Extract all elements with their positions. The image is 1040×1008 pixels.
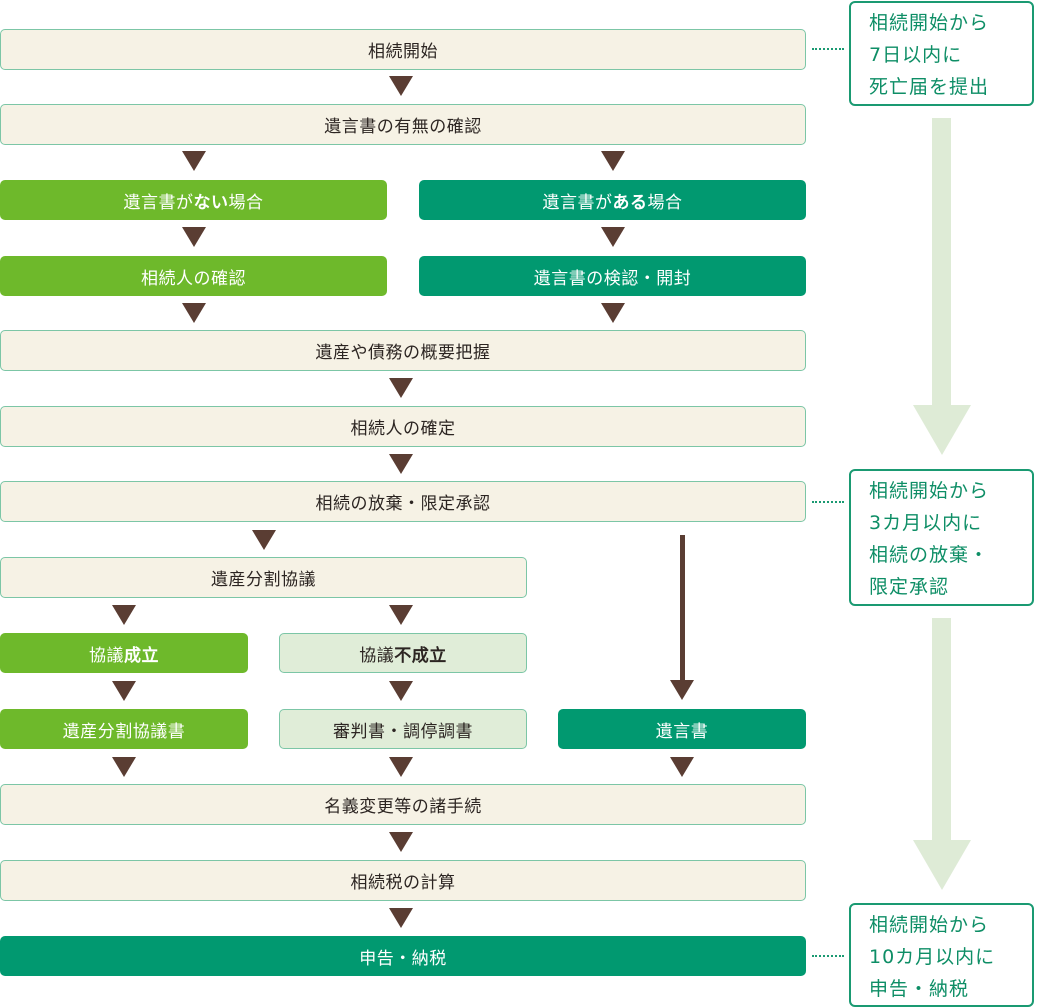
step-label-prefix: 協議 (359, 645, 395, 666)
step-agreed: 協議成立 (0, 633, 248, 673)
callout-line: 10カ月以内に (869, 946, 996, 968)
step-tax-calc: 相続税の計算 (0, 860, 806, 901)
step-estate-overview: 遺産や債務の概要把握 (0, 330, 806, 371)
step-filing: 申告・納税 (0, 936, 806, 976)
timeline-arrow-shaft (932, 118, 951, 406)
callout-line: 相続の放棄・ (869, 544, 990, 566)
arrow-down-icon (670, 757, 694, 777)
step-not-agreed: 協議不成立 (279, 633, 527, 673)
arrow-down-icon (389, 832, 413, 852)
step-label: 相続人の確認 (141, 268, 246, 289)
arrow-down-icon (389, 605, 413, 625)
arrow-down-icon (389, 757, 413, 777)
step-label-emphasis: ない (193, 192, 229, 213)
step-label-emphasis: 不成立 (394, 645, 447, 666)
step-label: 相続税の計算 (350, 873, 456, 893)
step-inheritance-start: 相続開始 (0, 29, 806, 70)
arrow-down-icon (112, 757, 136, 777)
step-label: 遺言書の有無の確認 (324, 117, 482, 137)
step-will-doc: 遺言書 (558, 709, 806, 749)
callout-line: 相続開始から (869, 914, 990, 936)
timeline-arrow-shaft (932, 618, 951, 841)
step-procedures: 名義変更等の諸手続 (0, 784, 806, 825)
step-label-prefix: 協議 (89, 645, 124, 666)
step-will-check: 遺言書の有無の確認 (0, 104, 806, 145)
dotted-connector (812, 501, 844, 503)
arrow-line-shaft (680, 535, 685, 680)
step-division-talks: 遺産分割協議 (0, 557, 527, 598)
arrow-down-icon (389, 76, 413, 96)
step-label: 申告・納税 (359, 948, 447, 969)
callout-line: 申告・納税 (869, 978, 970, 1000)
step-label: 遺産や債務の概要把握 (315, 343, 491, 363)
step-label: 相続人の確定 (350, 419, 456, 439)
step-label: 名義変更等の諸手続 (324, 797, 482, 817)
timeline-arrow-head-icon (913, 405, 971, 455)
step-has-will: 遺言書がある場合 (419, 180, 806, 220)
arrow-down-icon (670, 680, 694, 700)
arrow-down-icon (601, 151, 625, 171)
arrow-down-icon (182, 227, 206, 247)
step-division-doc: 遺産分割協議書 (0, 709, 248, 749)
callout-line: 相続開始から (869, 12, 990, 34)
arrow-down-icon (601, 227, 625, 247)
callout-line: 限定承認 (869, 576, 950, 598)
step-heir-fix: 相続人の確定 (0, 406, 806, 447)
step-label-emphasis: 成立 (124, 645, 159, 666)
arrow-down-icon (601, 303, 625, 323)
callout-line: 3カ月以内に (869, 512, 983, 534)
timeline-arrow-head-icon (913, 840, 971, 890)
step-label-prefix: 遺言書が (123, 192, 194, 213)
callout-line: 7日以内に (869, 44, 963, 66)
deadline-callout-3months: 相続開始から 3カ月以内に 相続の放棄・ 限定承認 (849, 469, 1034, 606)
step-no-will: 遺言書がない場合 (0, 180, 387, 220)
deadline-callout-7days: 相続開始から 7日以内に 死亡届を提出 (849, 1, 1034, 106)
arrow-down-icon (389, 908, 413, 928)
step-court-doc: 審判書・調停調書 (279, 709, 527, 749)
arrow-down-icon (389, 378, 413, 398)
arrow-down-icon (182, 151, 206, 171)
callout-line: 相続開始から (869, 480, 990, 502)
arrow-down-icon (252, 530, 276, 550)
arrow-down-icon (389, 454, 413, 474)
arrow-down-icon (182, 303, 206, 323)
step-label: 遺言書の検認・開封 (533, 268, 692, 289)
step-label: 相続の放棄・限定承認 (315, 494, 491, 514)
step-label: 遺産分割協議 (211, 570, 316, 590)
deadline-callout-10months: 相続開始から 10カ月以内に 申告・納税 (849, 903, 1034, 1007)
step-label-prefix: 遺言書が (542, 192, 613, 213)
step-label: 遺言書 (655, 721, 709, 742)
step-renounce: 相続の放棄・限定承認 (0, 481, 806, 522)
step-label: 相続開始 (368, 42, 438, 62)
step-label-suffix: 場合 (228, 192, 264, 213)
callout-line: 死亡届を提出 (869, 76, 990, 98)
step-label-emphasis: ある (612, 192, 648, 213)
step-label-suffix: 場合 (647, 192, 683, 213)
dotted-connector (812, 955, 844, 957)
step-will-probate: 遺言書の検認・開封 (419, 256, 806, 296)
arrow-down-icon (389, 681, 413, 701)
arrow-down-icon (112, 605, 136, 625)
step-label: 審判書・調停調書 (333, 721, 473, 742)
arrow-down-icon (112, 681, 136, 701)
dotted-connector (812, 48, 844, 50)
step-label: 遺産分割協議書 (62, 721, 186, 742)
step-heir-confirm: 相続人の確認 (0, 256, 387, 296)
